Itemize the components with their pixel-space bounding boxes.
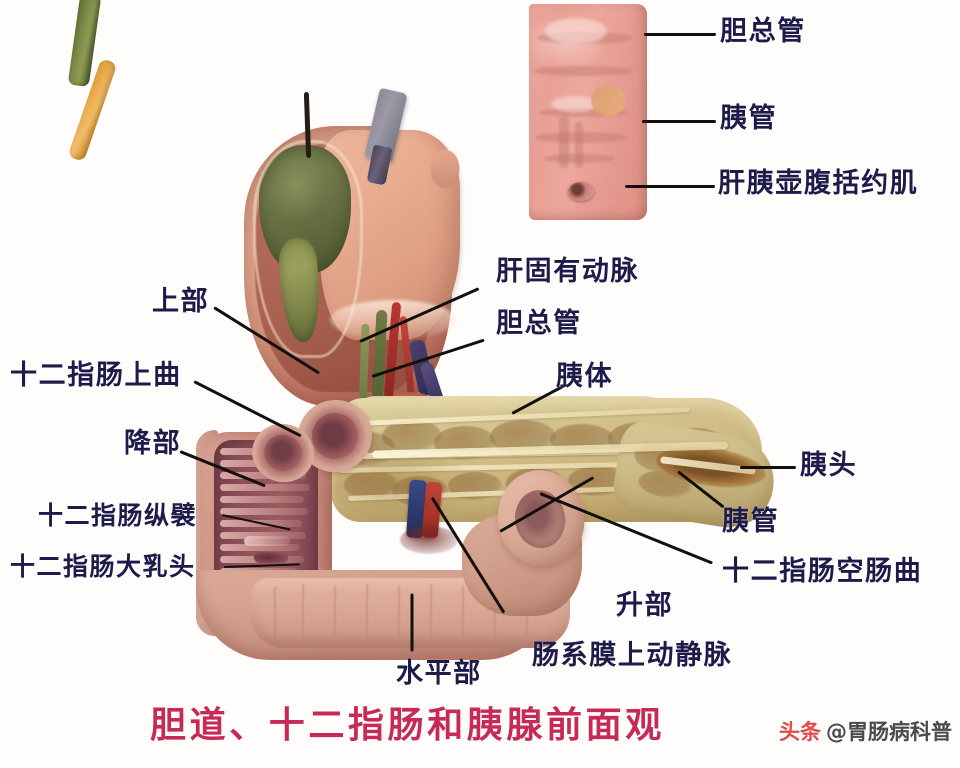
label-inset-sphincter: 肝胰壶腹括约肌 [718, 168, 919, 199]
label-common-bile-duct: 胆总管 [496, 308, 582, 339]
leader-inset-bile-duct [644, 33, 716, 36]
figure-title: 胆道、十二指肠和胰腺前面观 [150, 704, 665, 746]
label-duodenojejunal-flexure: 十二指肠空肠曲 [722, 556, 923, 587]
leader-horizontal-part [410, 593, 414, 652]
label-descending-part: 降部 [124, 428, 182, 459]
label-superior-part: 上部 [152, 286, 210, 317]
major-papilla-inset [568, 182, 594, 201]
label-pancreas-body: 胰体 [556, 361, 614, 392]
gallbladder-pointer-stalk [303, 91, 312, 159]
watermark-platform: 头条 [779, 720, 821, 744]
label-horizontal-part: 水平部 [396, 658, 482, 689]
leader-inset-pancreatic-duct [642, 120, 716, 123]
gallbladder-cut-rim [253, 140, 363, 358]
label-pancreatic-duct: 胰管 [722, 506, 780, 537]
leader-inset-sphincter [625, 185, 715, 188]
watermark: 头条 @胃肠病科普 [779, 716, 952, 746]
mesenteric-root-shading [400, 526, 458, 554]
label-proper-hepatic-artery: 肝固有动脉 [496, 256, 640, 287]
watermark-handle: @胃肠病科普 [826, 720, 952, 744]
label-inset-pancreatic-duct: 胰管 [720, 103, 778, 134]
label-longitudinal-fold: 十二指肠纵襞 [38, 501, 198, 530]
label-ascending-part: 升部 [616, 590, 674, 621]
label-superior-duodenal-flexure: 十二指肠上曲 [10, 360, 182, 391]
label-pancreas-head: 胰头 [800, 450, 858, 481]
label-major-duodenal-papilla: 十二指肠大乳头 [10, 552, 196, 581]
label-superior-mesenteric-vessels: 肠系膜上动静脉 [532, 640, 733, 671]
leader-pancreas-head [740, 466, 796, 469]
label-inset-bile-duct: 胆总管 [720, 16, 806, 47]
ampulla-inset-illustration [529, 4, 647, 220]
ampulla-junction [591, 86, 625, 116]
